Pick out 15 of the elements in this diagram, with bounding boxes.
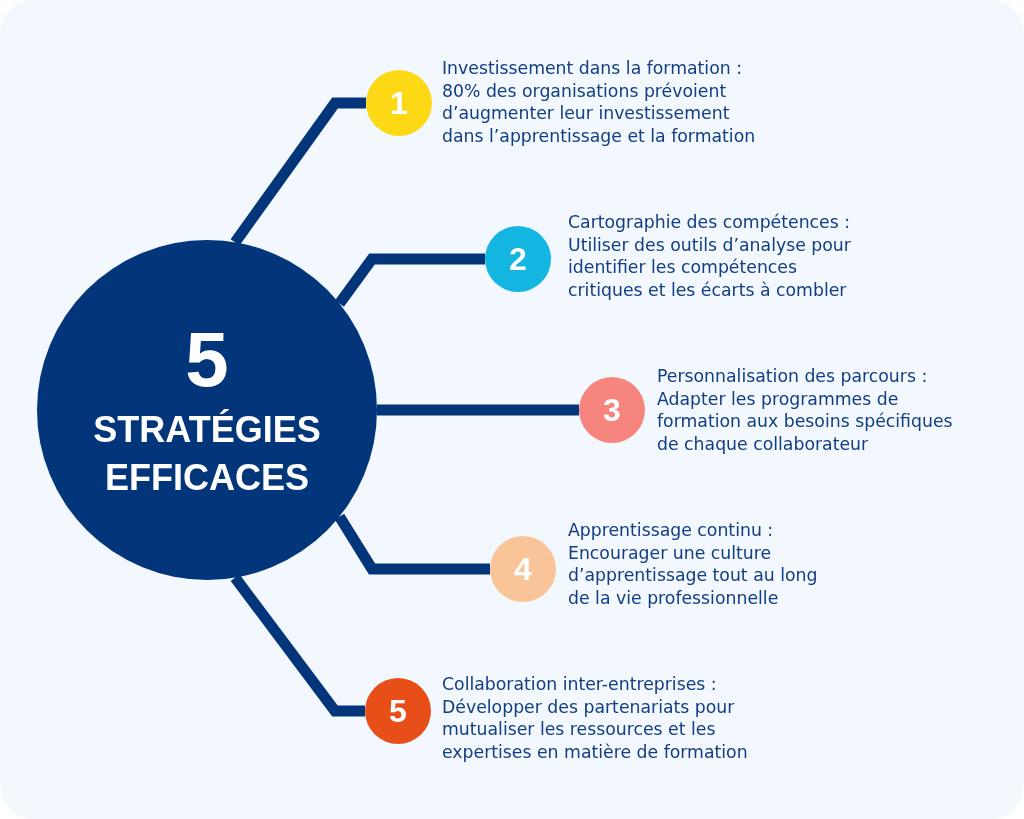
connector-line — [335, 253, 485, 307]
step-description: Cartographie des compétences : Utiliser des outils d’analyse pour identifier les compétences critiques et les écarts à combler — [568, 211, 852, 301]
step-number: 2 — [509, 243, 527, 275]
step-number: 5 — [389, 695, 407, 727]
step-number: 4 — [514, 553, 532, 585]
step-number: 3 — [603, 394, 621, 426]
hub-title: STRATÉGIES EFFICACES — [92, 408, 322, 500]
step-description: Investissement dans la formation : 80% des organisations prévoient d’augmenter leur investissement dans l’apprentissage et la formation — [442, 57, 757, 147]
connector-line — [334, 513, 490, 575]
step-description: Collaboration inter-entreprises : Développer des partenariats pour mutualiser les ressources et les expertises en matière de formation — [442, 673, 749, 763]
step-description: Apprentissage continu : Encourager une culture d’apprentissage tout au long de la vie professionnelle — [568, 519, 819, 609]
step-description: Personnalisation des parcours : Adapter les programmes de formation aux besoins spécifiques de chaque collaborateur — [657, 365, 954, 455]
connector-line — [377, 404, 579, 416]
hub-number: 5 — [185, 320, 229, 398]
step-number: 1 — [390, 87, 408, 119]
